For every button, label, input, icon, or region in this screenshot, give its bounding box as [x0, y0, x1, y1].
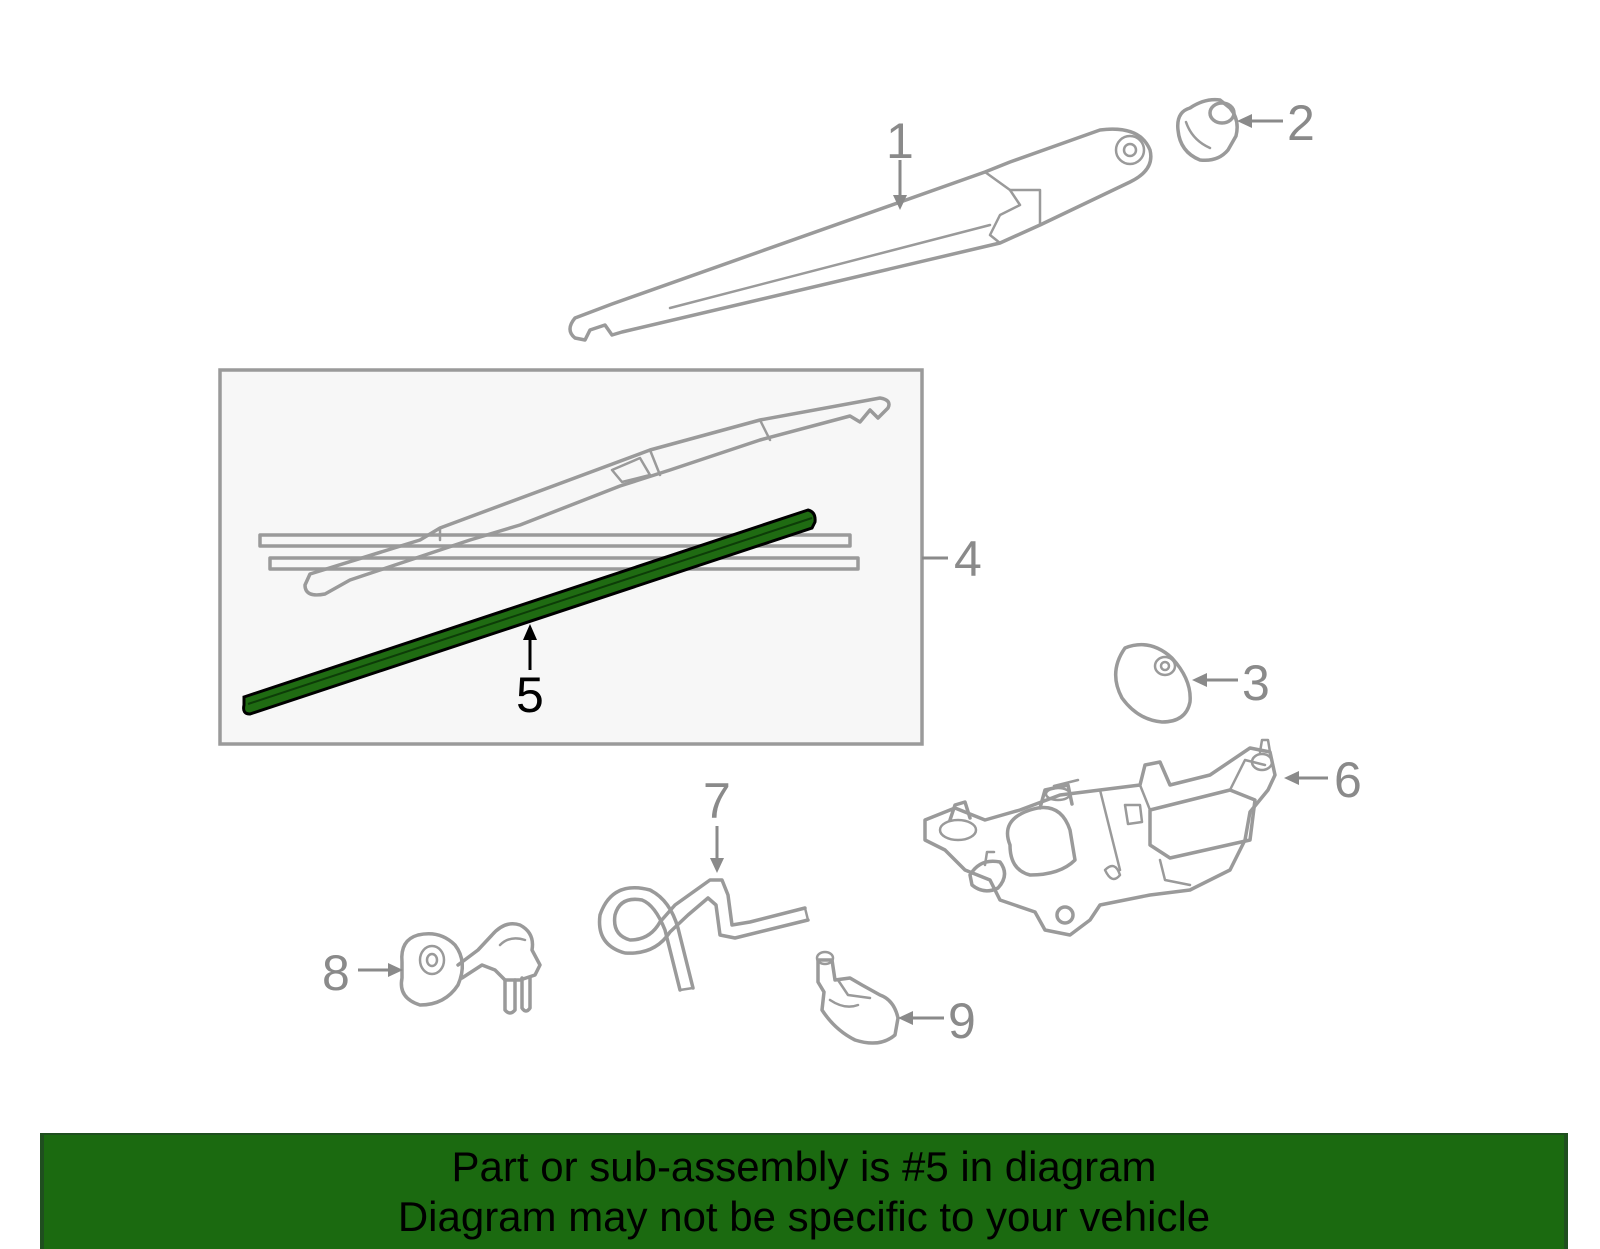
footer-line-1: Part or sub-assembly is #5 in diagram	[451, 1143, 1157, 1190]
callout-7: 7	[703, 773, 731, 829]
part-9-washer-nozzle[interactable]	[815, 950, 900, 1045]
part-1-wiper-arm[interactable]	[568, 127, 1153, 342]
callout-5: 5	[516, 667, 544, 723]
part-2-nut[interactable]	[1176, 97, 1239, 163]
callout-1-leader	[893, 160, 907, 210]
callout-6: 6	[1334, 752, 1362, 808]
callout-2: 2	[1287, 95, 1315, 151]
part-7-washer-hose[interactable]	[597, 878, 810, 992]
callout-1: 1	[886, 113, 914, 169]
callout-2-leader	[1237, 114, 1283, 128]
callout-3-leader	[1192, 673, 1238, 687]
footer-line-2: Diagram may not be specific to your vehi…	[397, 1193, 1211, 1240]
part-6-wiper-motor[interactable]	[923, 738, 1277, 937]
part-5-wiper-blade-refill[interactable]	[242, 508, 817, 716]
callout-5-leader	[523, 624, 537, 670]
callout-4: 4	[954, 531, 982, 587]
part-8-connector[interactable]	[399, 922, 542, 1015]
callout-3: 3	[1242, 655, 1270, 711]
footer-banner-bg	[40, 1133, 1568, 1249]
footer-banner: Part or sub-assembly is #5 in diagram Di…	[40, 1133, 1568, 1249]
callout-7-leader	[710, 826, 724, 873]
callout-9-leader	[898, 1011, 944, 1025]
callout-8: 8	[322, 945, 350, 1001]
part-4-wiper-blade-assembly[interactable]	[258, 396, 891, 597]
callout-9: 9	[948, 993, 976, 1049]
callout-8-leader	[358, 963, 403, 977]
callout-6-leader	[1284, 771, 1328, 785]
part-3-cap[interactable]	[1114, 642, 1192, 724]
